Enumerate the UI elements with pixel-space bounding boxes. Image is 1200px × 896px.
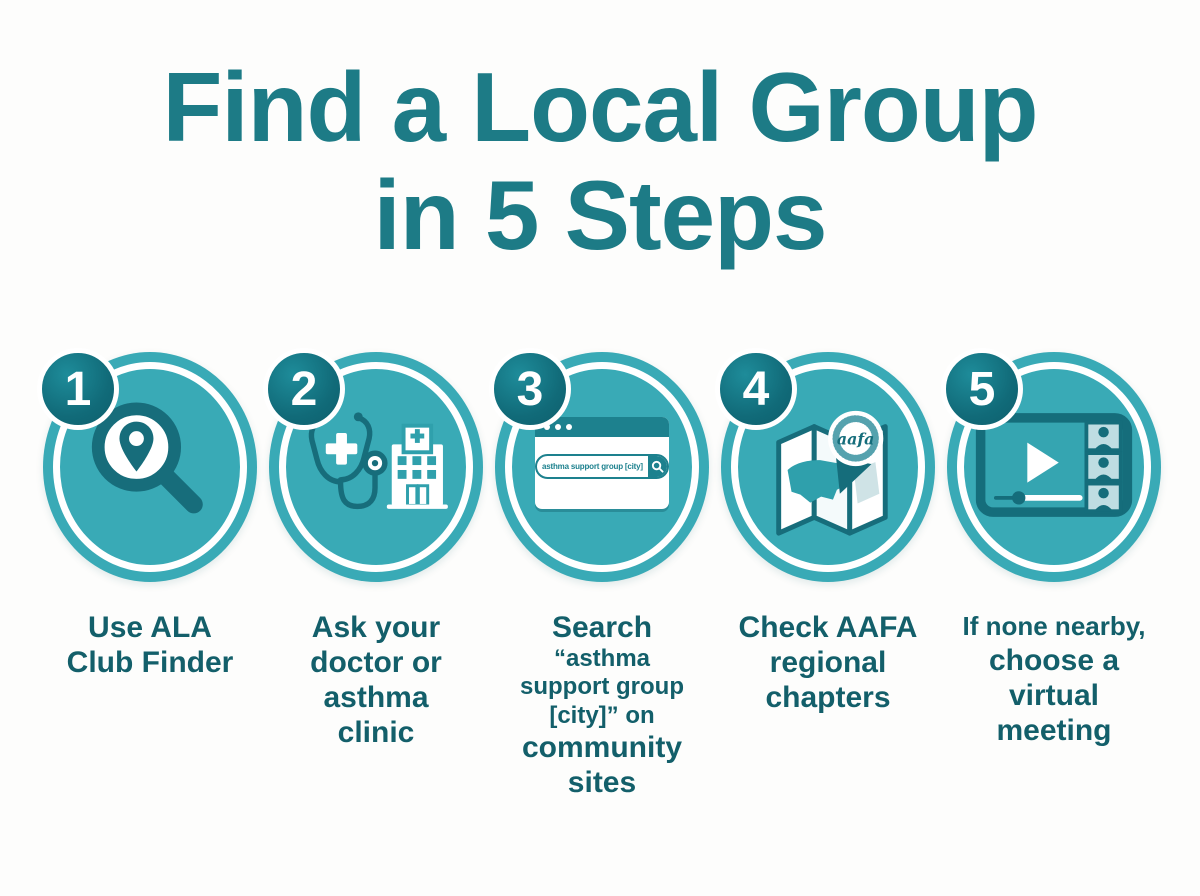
browser-search-icon: asthma support group [city] xyxy=(495,352,709,582)
step-3-circle: 3 asthma support group [city] xyxy=(489,348,709,582)
caption-text-medium: If none nearby, xyxy=(962,611,1146,641)
virtual-meeting-icon xyxy=(947,352,1161,582)
caption-text: Search xyxy=(551,611,653,644)
step-3: 3 asthma support group [city] xyxy=(489,348,715,800)
step-number: 4 xyxy=(742,362,770,416)
step-5-number-badge: 5 xyxy=(941,348,1023,430)
stethoscope-icon xyxy=(308,412,388,510)
step-5-circle: 5 xyxy=(941,348,1161,582)
step-3-number-badge: 3 xyxy=(489,348,571,430)
search-button xyxy=(647,456,667,477)
step-4-caption: Check AAFA regional chapters xyxy=(715,610,941,715)
search-bar: asthma support group [city] xyxy=(535,454,669,479)
caption-text-small: “asthma support group [city]” on xyxy=(520,645,684,729)
step-1-number-badge: 1 xyxy=(37,348,119,430)
aafa-pin-badge: aafa xyxy=(828,410,884,494)
window-dot xyxy=(555,424,561,430)
step-number: 5 xyxy=(968,362,996,416)
page-title: Find a Local Group in 5 Steps xyxy=(0,52,1200,270)
hospital-icon xyxy=(386,423,448,509)
step-1-caption: Use ALA Club Finder xyxy=(37,610,263,680)
circle-ring xyxy=(279,362,473,572)
caption-text: Ask your doctor or asthma clinic xyxy=(310,611,442,750)
step-3-caption: Search “asthma support group [city]” on … xyxy=(489,610,715,800)
window-dot xyxy=(566,424,572,430)
caption-text: Check AAFA regional chapters xyxy=(738,611,918,715)
circle-ring xyxy=(53,362,247,572)
title-line-2: in 5 Steps xyxy=(373,159,828,270)
browser-title-bar xyxy=(535,417,669,437)
step-4: 4 aafa xyxy=(715,348,941,715)
caption-text: community sites xyxy=(521,731,683,800)
caption-text: Use ALA Club Finder xyxy=(66,611,234,680)
progress-bar xyxy=(993,491,1083,505)
circle-ring xyxy=(731,362,925,572)
search-query-text: asthma support group [city] xyxy=(542,462,643,471)
search-icon xyxy=(651,460,664,473)
caption-text: choose a virtual meeting xyxy=(988,643,1120,747)
step-5: 5 xyxy=(941,348,1167,748)
circle-ring xyxy=(505,362,699,572)
step-5-caption: If none nearby, choose a virtual meeting xyxy=(941,610,1167,748)
step-number: 2 xyxy=(290,362,318,416)
step-2: 2 xyxy=(263,348,489,750)
play-icon xyxy=(1027,442,1059,483)
step-2-circle: 2 xyxy=(263,348,483,582)
step-1: 1 Use ALA Club Finder xyxy=(37,348,263,680)
magnifier-location-icon xyxy=(43,352,257,582)
map-aafa-pin-icon: aafa xyxy=(721,352,935,582)
aafa-pin-label: aafa xyxy=(837,429,874,448)
step-number: 1 xyxy=(64,362,92,416)
step-number: 3 xyxy=(516,362,544,416)
title-line-1: Find a Local Group xyxy=(162,52,1039,162)
step-1-circle: 1 xyxy=(37,348,257,582)
circle-ring xyxy=(957,362,1151,572)
step-2-caption: Ask your doctor or asthma clinic xyxy=(263,610,489,750)
participant-tiles-icon xyxy=(1084,420,1123,514)
step-2-number-badge: 2 xyxy=(263,348,345,430)
step-4-circle: 4 aafa xyxy=(715,348,935,582)
browser-window: asthma support group [city] xyxy=(535,417,669,509)
window-dot xyxy=(544,424,550,430)
step-4-number-badge: 4 xyxy=(715,348,797,430)
